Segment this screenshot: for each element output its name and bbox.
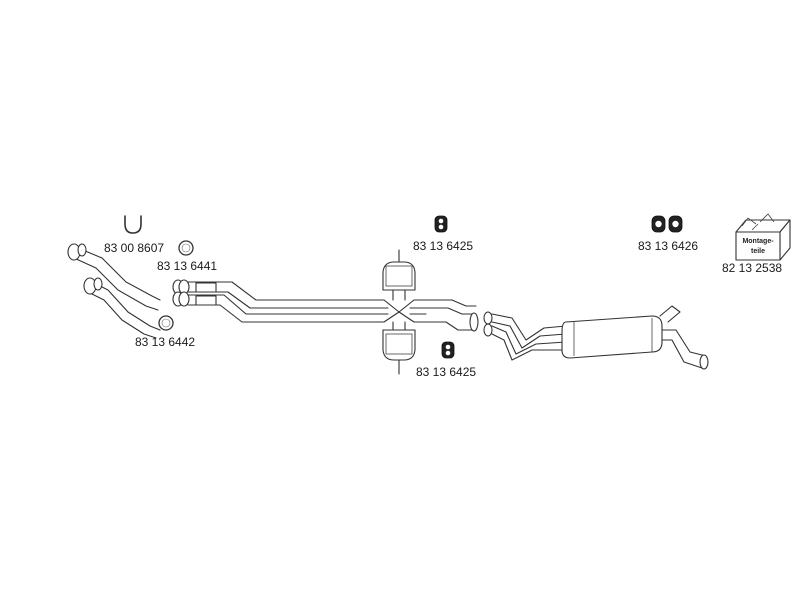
gasket-6442-icon (158, 315, 174, 331)
part-number-hanger-bottom: 83 13 6425 (416, 365, 476, 379)
rear-muffler-section (483, 305, 709, 370)
gasket-6441-icon (178, 240, 194, 256)
mounting-kit-box-line2: teile (751, 248, 765, 255)
rubber-hanger-top-icon (434, 215, 448, 233)
front-pipe-pair (172, 279, 373, 323)
part-number-hanger-pair: 83 13 6426 (638, 239, 698, 253)
rubber-hanger-pair-icon (651, 215, 683, 233)
part-number-gasket-6442: 83 13 6442 (135, 335, 195, 349)
part-number-u-bolt: 83 00 8607 (104, 241, 164, 255)
mounting-kit-box-line1: Montage- (742, 238, 774, 245)
u-bolt-icon (124, 215, 142, 234)
part-number-gasket-6441: 83 13 6441 (157, 259, 217, 273)
lower-resonator (382, 329, 416, 361)
mounting-kit-box-icon: Montage- teile (735, 213, 791, 261)
x-pipe-assembly (371, 249, 479, 375)
muffler (561, 315, 663, 359)
rubber-hanger-bottom-icon (441, 341, 455, 359)
upper-resonator (382, 261, 416, 291)
part-number-hanger-top: 83 13 6425 (413, 239, 473, 253)
part-number-mounting-kit: 82 13 2538 (722, 261, 782, 275)
front-downpipes (67, 243, 161, 339)
